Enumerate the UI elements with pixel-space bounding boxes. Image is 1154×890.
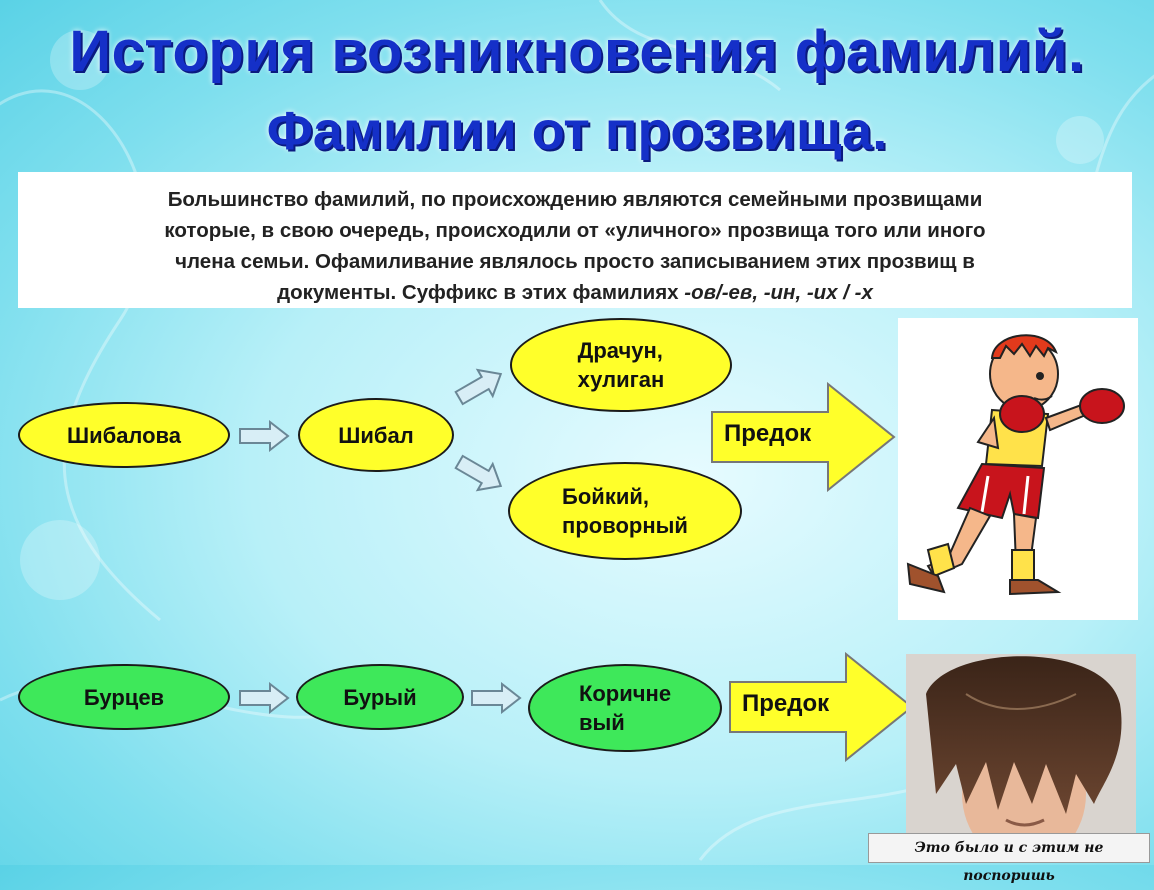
surname-shibalova-label: Шибалова: [66, 422, 182, 448]
page-subtitle: Фамилии от прозвища.: [266, 101, 888, 161]
arrow-right-icon: [239, 682, 290, 714]
nickname-oval-shibal: Шибал: [298, 398, 454, 472]
ancestor-label-1: Предок: [724, 420, 812, 447]
surname-oval-shibalova: Шибалова: [18, 402, 230, 468]
nickname-oval-buriy: Бурый: [296, 664, 464, 730]
meaning-korichneviy-label: Коричне вый: [578, 681, 672, 735]
meaning-drachun-label: Драчун, хулиган: [577, 338, 665, 392]
arrow-up-right-icon: [454, 368, 503, 406]
intro-line-2: которые, в свою очередь, происходили от …: [164, 219, 986, 242]
ancestor-arrow-1: [711, 382, 896, 492]
meaning-oval-korichneviy: Коричне вый: [528, 664, 722, 752]
intro-line-4-text: документы. Суффикс в этих фамилиях: [277, 281, 685, 304]
meaning-oval-drachun: Драчун, хулиган: [510, 318, 732, 412]
ancestor-arrow-2: [729, 652, 914, 762]
photo-caption: Это было и с этим не поспоришь: [868, 833, 1150, 884]
suffix-list: -ов/-ев, -ин, -их / -х: [684, 281, 873, 304]
ancestor-label-2: Предок: [742, 690, 830, 717]
page-title: История возникновения фамилий.: [69, 19, 1085, 84]
arrow-down-right-icon: [454, 454, 503, 492]
arrow-right-icon: [239, 420, 290, 452]
surname-burtsev-label: Бурцев: [83, 684, 165, 710]
arrow-right-icon: [471, 682, 522, 714]
boxer-illustration: [898, 318, 1138, 620]
surname-oval-burtsev: Бурцев: [18, 664, 230, 730]
intro-text-box: Большинство фамилий, по происхождению яв…: [18, 172, 1132, 308]
meaning-oval-boikiy: Бойкий, проворный: [508, 462, 742, 560]
intro-line-4: документы. Суффикс в этих фамилиях -ов/-…: [38, 277, 1112, 308]
intro-line-3: члена семьи. Офамиливание являлось прост…: [175, 250, 975, 273]
nickname-buriy-label: Бурый: [343, 684, 417, 710]
nickname-shibal-label: Шибал: [338, 422, 414, 448]
intro-line-1: Большинство фамилий, по происхождению яв…: [167, 188, 983, 211]
meaning-boikiy-label: Бойкий, проворный: [562, 484, 688, 538]
hair-photo: [906, 654, 1136, 838]
